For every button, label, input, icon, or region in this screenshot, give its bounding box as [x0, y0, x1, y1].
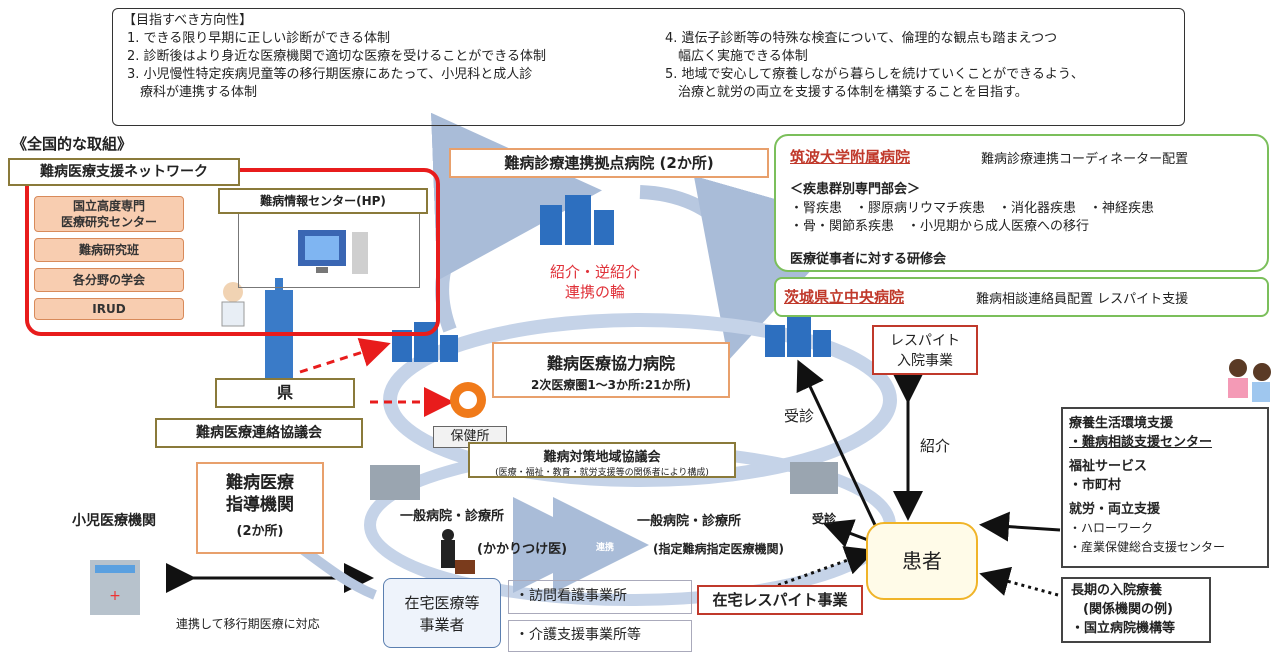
support-t1a: ・難病相談支援センター	[1069, 435, 1213, 450]
general-clinic-right: 一般病院・診療所	[637, 514, 742, 529]
pediatric-label: 小児医療機関	[72, 513, 156, 529]
ncgm-box: 国立高度専門 医療研究センター	[34, 196, 184, 232]
tsukuba-training: 医療従事者に対する研修会	[790, 252, 947, 267]
respite-hospitalization-box: レスパイト 入院事業	[872, 325, 978, 375]
longterm-panel: 長期の入院療養 (関係機関の例) ・国立病院機構等	[1061, 577, 1211, 643]
guidance-institution-box: 難病医療 指導機関 (2か所)	[196, 462, 324, 554]
people-icon	[1228, 359, 1271, 402]
loop-arc-top	[430, 112, 602, 333]
referral-label: 紹介	[920, 437, 951, 455]
visit-label-1: 受診	[784, 407, 815, 425]
guidance-title: 難病医療 指導機関	[226, 473, 294, 515]
ibaraki-panel: 茨城県立中央病院 難病相談連絡員配置 レスパイト支援	[774, 277, 1269, 317]
goal-5b: 治療と就労の両立を支援する体制を構築することを目指す。	[665, 85, 1028, 100]
regional-council-box: 難病対策地域協議会 (医療・福祉・教育・就労支援等の関係者により構成)	[468, 442, 736, 478]
regional-council-sub: (医療・福祉・教育・就労支援等の関係者により構成)	[495, 468, 709, 478]
building-icon-gray-right	[790, 462, 838, 494]
hoken-logo-icon	[450, 382, 486, 418]
hub-hospital-label: 難病診療連携拠点病院 (2か所)	[449, 148, 769, 178]
home-care-provider-box: 在宅医療等 事業者	[383, 578, 501, 648]
longterm-title: 長期の入院療養	[1071, 583, 1163, 598]
regional-council-title: 難病対策地域協議会	[543, 450, 661, 465]
support-panel: 療養生活環境支援 ・難病相談支援センター 福祉サービス ・市町村 就労・両立支援…	[1061, 407, 1269, 568]
tsukuba-dept-line1: ・腎疾患 ・膠原病リウマチ疾患 ・消化器疾患 ・神経疾患	[790, 201, 1155, 216]
support-t2: 福祉サービス	[1069, 459, 1148, 474]
goal-3b: 療科が連携する体制	[127, 85, 258, 100]
council-box: 難病医療連絡協議会	[155, 418, 363, 448]
link-label: 連携	[596, 543, 615, 553]
goals-title: 【目指すべき方向性】	[123, 13, 253, 28]
tsukuba-name: 筑波大学附属病院	[790, 148, 911, 166]
prefecture-box: 県	[215, 378, 355, 408]
research-group-box: 難病研究班	[34, 238, 184, 262]
building-icon-hub	[540, 195, 614, 245]
referral-loop-label: 紹介・逆紹介 連携の輪	[535, 262, 655, 302]
doctor-icon	[221, 282, 245, 327]
goals-panel: 【目指すべき方向性】 1. できる限り早期に正しい診断ができる体制 2. 診断後…	[112, 8, 1185, 126]
support-t3a: ・ハローワーク	[1069, 521, 1154, 535]
support-t3b: ・産業保健総合支援センター	[1069, 540, 1226, 554]
tsukuba-role: 難病診療連携コーディネーター配置	[981, 152, 1189, 167]
longterm-item: ・国立病院機構等	[1071, 621, 1176, 636]
tsukuba-panel: 筑波大学附属病院 難病診療連携コーディネーター配置 ＜疾患群別専門部会＞ ・腎疾…	[774, 134, 1269, 272]
patient-box: 患者	[866, 522, 978, 600]
goal-3: 3. 小児慢性特定疾病児童等の移行期医療にあたって、小児科と成人診	[127, 67, 533, 82]
building-icon-right	[765, 317, 831, 357]
info-center-label: 難病情報センター(HP)	[218, 188, 428, 214]
coop-sub: 2次医療圏1～3か所:21か所)	[530, 378, 692, 392]
transition-label: 連携して移行期医療に対応	[176, 617, 320, 631]
tsukuba-dept-line2: ・骨・関節系疾患 ・小児期から成人医療への移行	[790, 219, 1090, 234]
family-doctor-label: (かかりつけ医)	[477, 542, 568, 557]
coop-ring	[383, 313, 897, 487]
kakari-doctor-icon	[441, 529, 475, 574]
ibaraki-role: 難病相談連絡員配置 レスパイト支援	[976, 292, 1189, 307]
tsukuba-dept-title: ＜疾患群別専門部会＞	[790, 182, 921, 197]
network-label: 難病医療支援ネットワーク	[8, 158, 240, 186]
ibaraki-name: 茨城県立中央病院	[784, 288, 905, 306]
support-t2a: ・市町村	[1069, 478, 1122, 493]
coop-hospital-box: 難病医療協力病院 2次医療圏1～3か所:21か所)	[492, 342, 730, 398]
visit-label-2: 受診	[812, 512, 837, 526]
hospital-icon: +	[90, 560, 140, 615]
support-t1: 療養生活環境支援	[1069, 416, 1174, 431]
goal-5: 5. 地域で安心して療養しながら暮らしを続けていくことができるよう、	[665, 67, 1084, 82]
irud-box: IRUD	[34, 298, 184, 320]
visiting-nursing-box: ・訪問看護事業所	[508, 580, 692, 614]
designated-institution-label: (指定難病指定医療機関)	[653, 542, 784, 556]
loop-arc-top-right	[639, 175, 856, 361]
computer-icon	[298, 230, 368, 274]
referral-loop-line2: 連携の輪	[564, 283, 625, 301]
guidance-sub: (2か所)	[236, 524, 284, 539]
home-respite-box: 在宅レスパイト事業	[697, 585, 863, 615]
referral-loop-line1: 紹介・逆紹介	[549, 263, 640, 281]
longterm-sub: (関係機関の例)	[1083, 602, 1173, 617]
care-support-box: ・介護支援事業所等	[508, 620, 692, 652]
goal-2: 2. 診断後はより身近な医療機関で適切な医療を受けることができる体制	[127, 49, 547, 64]
svg-text:+: +	[109, 588, 121, 604]
general-clinic-left: 一般病院・診療所	[400, 509, 505, 524]
goal-1: 1. できる限り早期に正しい診断ができる体制	[127, 31, 391, 46]
coop-title: 難病医療協力病院	[546, 354, 675, 373]
goal-4b: 幅広く実施できる体制	[665, 49, 808, 64]
academic-society-box: 各分野の学会	[34, 268, 184, 292]
building-icon-gray-left	[370, 465, 420, 500]
support-t3: 就労・両立支援	[1069, 502, 1161, 517]
national-heading: 《全国的な取組》	[12, 135, 133, 153]
goal-4: 4. 遺伝子診断等の特殊な検査について、倫理的な観点も踏まえつつ	[665, 31, 1058, 46]
